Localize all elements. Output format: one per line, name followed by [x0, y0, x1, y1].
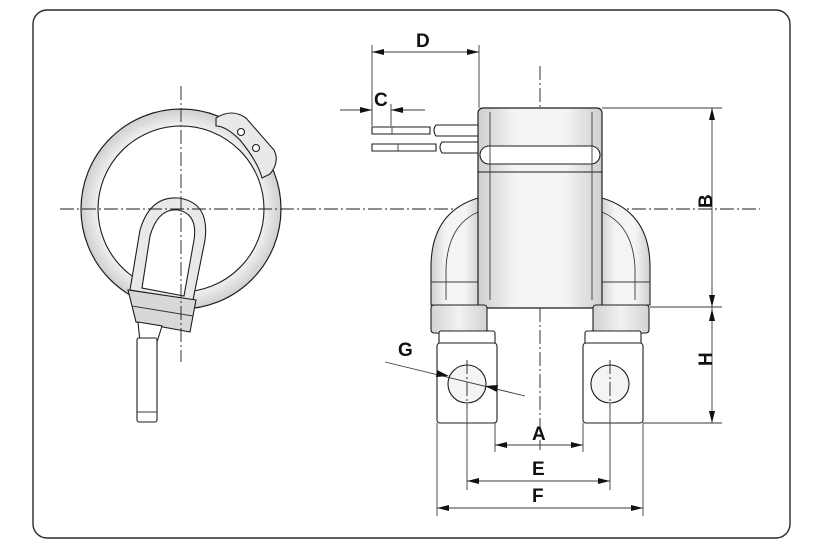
front-view	[371, 66, 651, 450]
right-terminal	[582, 330, 644, 424]
label-G: G	[398, 340, 413, 361]
body-slot	[479, 145, 601, 165]
dimension-lines	[340, 45, 722, 516]
label-C: C	[374, 90, 388, 111]
lead-wires	[371, 124, 479, 154]
label-A: A	[532, 424, 546, 445]
terminal-stem	[136, 337, 158, 423]
lead-hole-2	[251, 143, 261, 153]
label-E: E	[532, 459, 545, 480]
label-D: D	[416, 31, 430, 52]
left-terminal	[436, 330, 498, 424]
lead-exit-bump	[215, 112, 277, 179]
side-view-ring-core	[60, 86, 760, 423]
label-H: H	[696, 352, 717, 366]
label-B: B	[696, 194, 717, 208]
main-body	[477, 107, 603, 309]
lead-hole-1	[236, 127, 246, 137]
label-F: F	[532, 486, 544, 507]
